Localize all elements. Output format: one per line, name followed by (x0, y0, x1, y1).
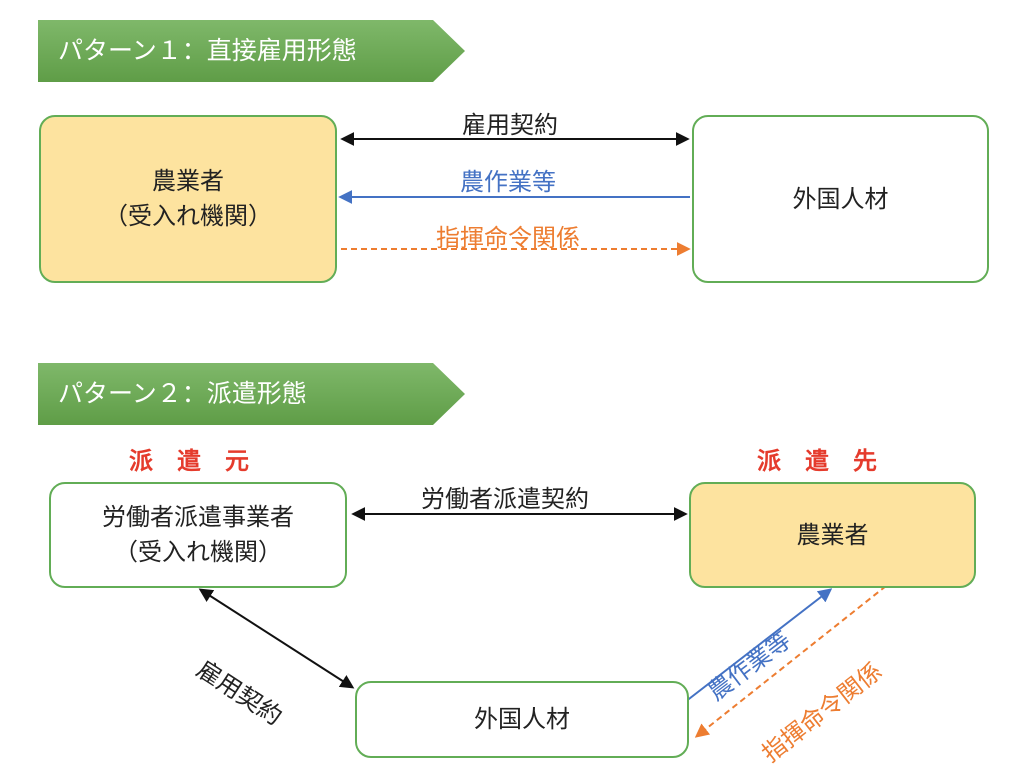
p2-source-label: 派 遣 元 (129, 447, 249, 475)
p2-command-arrow (694, 585, 887, 738)
p2-destination-label: 派 遣 先 (757, 447, 877, 475)
p2-dispatcher-box: 労働者派遣事業者 （受入れ機関） (49, 482, 347, 588)
p2-employment-arrow (198, 588, 355, 689)
p1-worker-name: 外国人材 (792, 184, 889, 213)
pattern2-banner: パターン２：派遣形態 (38, 363, 465, 425)
p2-dispatch-label: 労働者派遣契約 (421, 485, 589, 513)
p1-worker-box: 外国人材 (692, 115, 989, 283)
p2-worker-name: 外国人材 (474, 705, 570, 734)
pattern1-banner-text: パターン１：直接雇用形態 (58, 36, 357, 65)
p2-dispatcher-name: 労働者派遣事業者 (102, 503, 294, 532)
p1-command-label: 指揮命令関係 (436, 224, 580, 252)
p2-farmer-name: 農業者 (796, 520, 869, 549)
p1-farmer-name: 農業者 (152, 167, 224, 196)
p2-worker-box: 外国人材 (355, 681, 689, 758)
pattern1-banner: パターン１：直接雇用形態 (38, 20, 465, 82)
p2-farmwork-arrow (684, 588, 833, 703)
p1-farmer-box: 農業者 （受入れ機関） (39, 115, 337, 283)
p1-employment-label: 雇用契約 (462, 111, 558, 139)
p2-farmer-box: 農業者 (689, 482, 976, 588)
p1-farmer-role: （受入れ機関） (104, 202, 272, 230)
p1-farmwork-label: 農作業等 (460, 168, 556, 196)
pattern2-banner-text: パターン２：派遣形態 (58, 379, 307, 408)
p2-dispatcher-role: （受入れ機関） (114, 538, 282, 566)
